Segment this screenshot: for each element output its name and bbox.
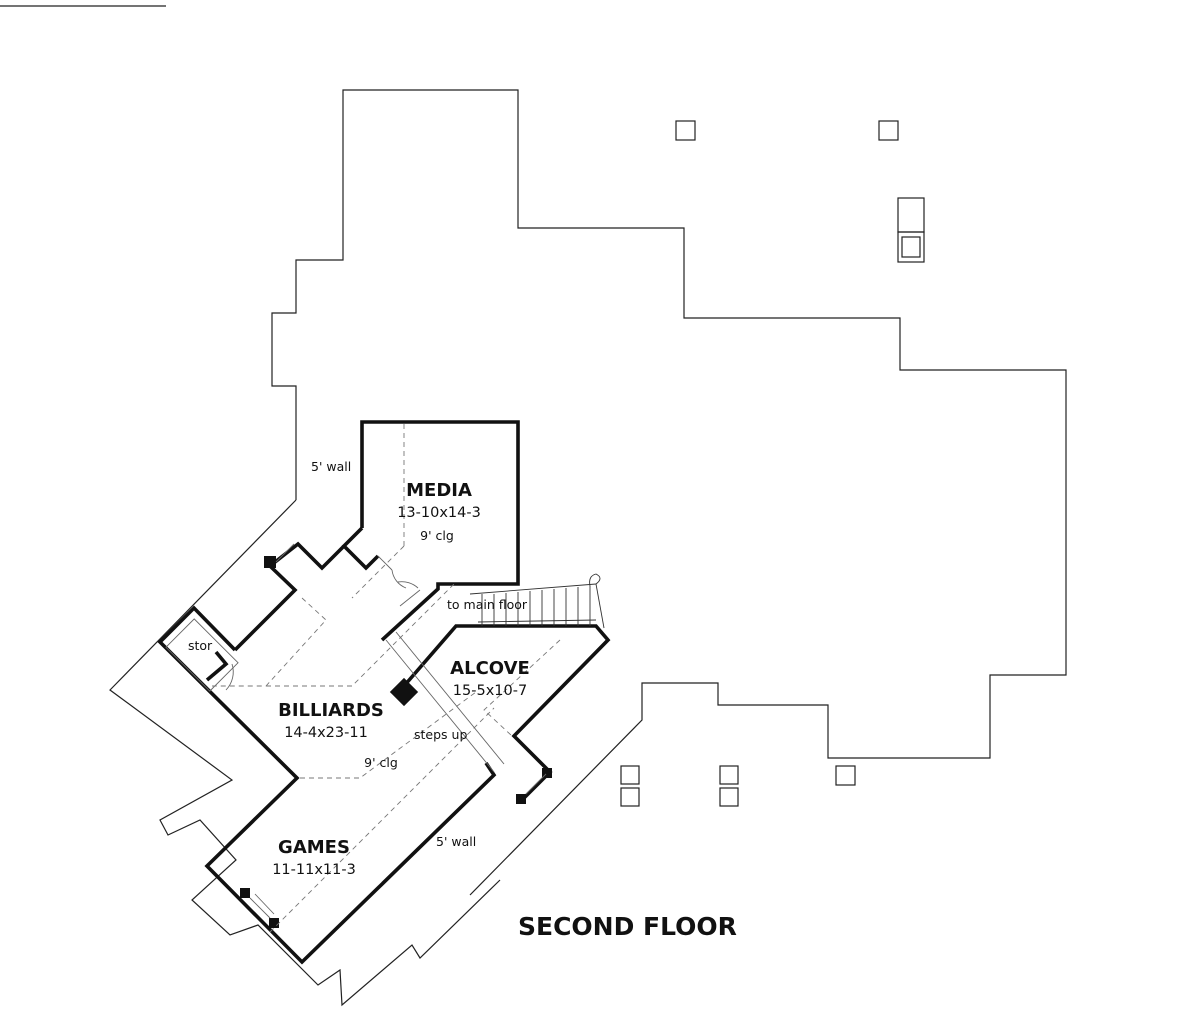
media-walls [360,420,520,642]
window [254,893,275,915]
media-room-dims: 13-10x14-3 [397,505,481,521]
wall-post [389,677,419,707]
wall-post [516,794,526,804]
steps-note: steps up [414,727,467,742]
column-box [719,787,739,807]
alcove-room-name: ALCOVE [450,658,530,679]
storage-door [225,663,234,691]
alcove-walls [402,624,611,802]
column-box [620,787,640,807]
storage-label: stor [188,638,213,653]
column-box [675,120,696,141]
ceiling-line [212,597,327,687]
ceiling-line [266,581,457,687]
lower-roof-outline [109,499,501,1007]
stair-door-swing [397,581,421,607]
wall-post [240,888,250,898]
alcove-room-dims: 15-5x10-7 [453,683,527,699]
column-box [719,765,739,785]
column-box [835,765,856,786]
wall-height-note: 5' wall [311,459,351,474]
games-room-dims: 11-11x11-3 [272,862,356,878]
games-room-name: GAMES [278,837,350,858]
plan-title: SECOND FLOOR [518,912,737,941]
wall-post [264,556,276,568]
column-box [878,120,899,141]
column-box [620,765,640,785]
stair-treads [469,573,605,629]
window [525,773,547,795]
window [249,897,271,919]
ceiling-line [269,707,495,933]
storage-front [205,650,229,682]
billiards-upper-wall [233,541,346,652]
ceiling-line [351,545,405,599]
billiards-room-dims: 14-4x23-11 [284,725,368,741]
window [275,543,295,563]
steps-rail [395,631,505,765]
steps-rail [385,639,495,773]
media-room-name: MEDIA [406,480,472,501]
billiards-ceiling: 9' clg [364,755,398,770]
media-door-swing [377,555,407,589]
main-floor-outline [271,89,1067,896]
ceiling-line [300,691,477,779]
stair-note: to main floor [447,597,528,612]
chimney-box [897,197,925,233]
ceiling-line [483,639,561,737]
media-lower-wall [341,526,380,571]
chimney-flue [901,236,921,258]
wall-post [269,918,279,928]
wall-post [542,768,552,778]
media-ceiling: 9' clg [420,528,454,543]
chimney-box [897,231,925,263]
storage-closet [165,618,239,692]
billiards-room-name: BILLIARDS [278,700,384,721]
wall-height-note: 5' wall [436,834,476,849]
storage-walls [157,605,497,965]
